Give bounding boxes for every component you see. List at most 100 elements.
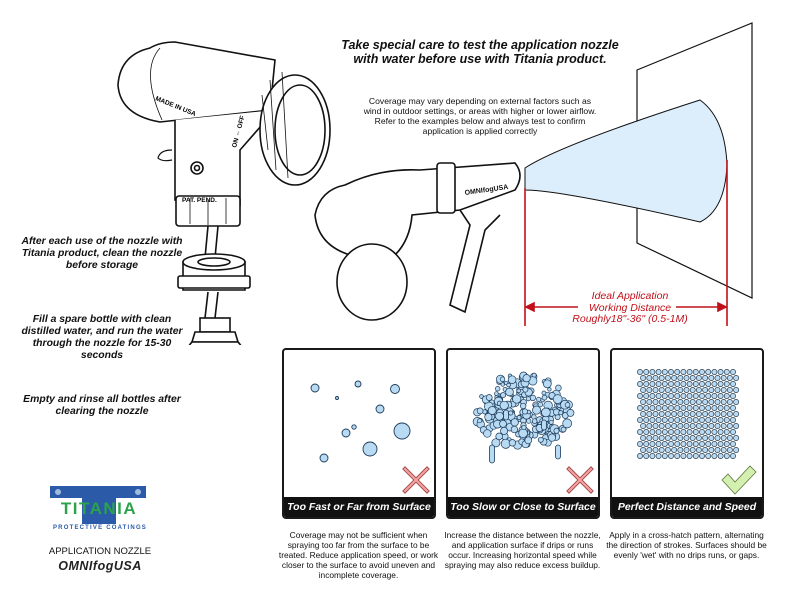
droplet xyxy=(643,369,650,375)
droplet xyxy=(714,411,721,417)
droplet xyxy=(655,393,662,399)
droplet xyxy=(518,428,528,438)
droplet xyxy=(708,375,715,381)
droplet xyxy=(689,387,696,393)
droplet xyxy=(637,393,643,399)
droplet xyxy=(508,410,514,416)
nozzle-side-view: OMNIfogUSA xyxy=(314,162,521,321)
droplet xyxy=(637,441,643,447)
droplet xyxy=(655,381,662,387)
droplet xyxy=(730,441,736,447)
droplet xyxy=(686,453,693,459)
spray-cone xyxy=(524,99,728,223)
droplet xyxy=(564,402,571,408)
droplet xyxy=(695,423,702,429)
droplet xyxy=(566,409,575,417)
droplet xyxy=(671,387,678,393)
droplet xyxy=(702,435,709,441)
droplet xyxy=(664,411,671,417)
sparse-droplets xyxy=(310,380,430,494)
droplet xyxy=(541,394,548,401)
droplet xyxy=(674,369,681,375)
droplet xyxy=(510,418,519,427)
droplet xyxy=(553,427,560,434)
droplet xyxy=(500,426,509,435)
x-icon xyxy=(402,466,430,494)
droplet xyxy=(674,405,681,411)
droplet xyxy=(717,417,724,423)
droplet xyxy=(717,393,724,399)
droplet xyxy=(683,435,690,441)
droplet xyxy=(699,453,705,459)
droplet xyxy=(649,429,656,435)
droplet xyxy=(708,399,715,405)
droplet xyxy=(495,411,504,421)
droplet xyxy=(652,423,659,429)
droplet xyxy=(495,386,501,392)
coverage-note: Coverage may vary depending on external … xyxy=(363,96,597,136)
droplet xyxy=(702,411,709,417)
droplet xyxy=(671,375,678,381)
droplet xyxy=(516,415,522,420)
droplet xyxy=(723,381,730,387)
droplet xyxy=(677,411,684,417)
droplet xyxy=(692,369,699,375)
droplet xyxy=(702,447,709,453)
droplet xyxy=(499,419,507,428)
droplet xyxy=(487,406,497,415)
droplet xyxy=(680,405,687,411)
droplet xyxy=(655,405,662,411)
droplet xyxy=(699,417,705,423)
droplet xyxy=(671,435,678,441)
droplet xyxy=(510,425,519,434)
droplet xyxy=(661,381,668,387)
droplet xyxy=(674,429,681,435)
droplet-grid xyxy=(637,369,740,459)
pooled-droplets xyxy=(472,371,594,494)
nozzle-closeup xyxy=(117,41,331,227)
droplet xyxy=(726,387,733,393)
droplet xyxy=(668,441,674,447)
droplet xyxy=(692,405,699,411)
droplet xyxy=(532,405,542,415)
patent-pending-text: PAT. PEND. xyxy=(182,197,217,204)
droplet xyxy=(655,429,662,435)
arrow-left-icon xyxy=(524,301,535,313)
droplet xyxy=(500,382,505,387)
droplet xyxy=(668,393,674,399)
droplet xyxy=(705,441,712,447)
panel-label: Too Slow or Close to Surface xyxy=(448,497,598,517)
droplet xyxy=(485,394,493,401)
pooled-droplet-cluster xyxy=(472,371,575,464)
bottle-assembly xyxy=(177,225,251,345)
droplet xyxy=(683,411,690,417)
droplet xyxy=(702,387,709,393)
droplet xyxy=(711,405,718,411)
droplet xyxy=(664,375,671,381)
droplet xyxy=(658,447,665,453)
droplet xyxy=(695,411,702,417)
droplet xyxy=(689,411,696,417)
droplet xyxy=(526,418,532,424)
droplet xyxy=(500,392,507,399)
droplet xyxy=(717,429,724,435)
droplet xyxy=(726,375,733,381)
droplet xyxy=(686,369,693,375)
droplet xyxy=(726,423,733,429)
droplet xyxy=(702,375,709,381)
droplet xyxy=(689,447,696,453)
droplet xyxy=(705,429,712,435)
droplet xyxy=(733,387,740,393)
droplet xyxy=(711,393,718,399)
droplet xyxy=(668,453,674,459)
droplet xyxy=(661,417,668,423)
application-nozzle-label: APPLICATION NOZZLE xyxy=(48,546,152,557)
droplet xyxy=(733,411,740,417)
droplet xyxy=(733,399,740,405)
panel-too-slow: Too Slow or Close to Surface xyxy=(446,348,600,519)
droplet xyxy=(680,441,687,447)
droplet xyxy=(692,441,699,447)
droplet xyxy=(708,435,715,441)
droplet xyxy=(507,375,517,384)
droplet xyxy=(714,399,721,405)
